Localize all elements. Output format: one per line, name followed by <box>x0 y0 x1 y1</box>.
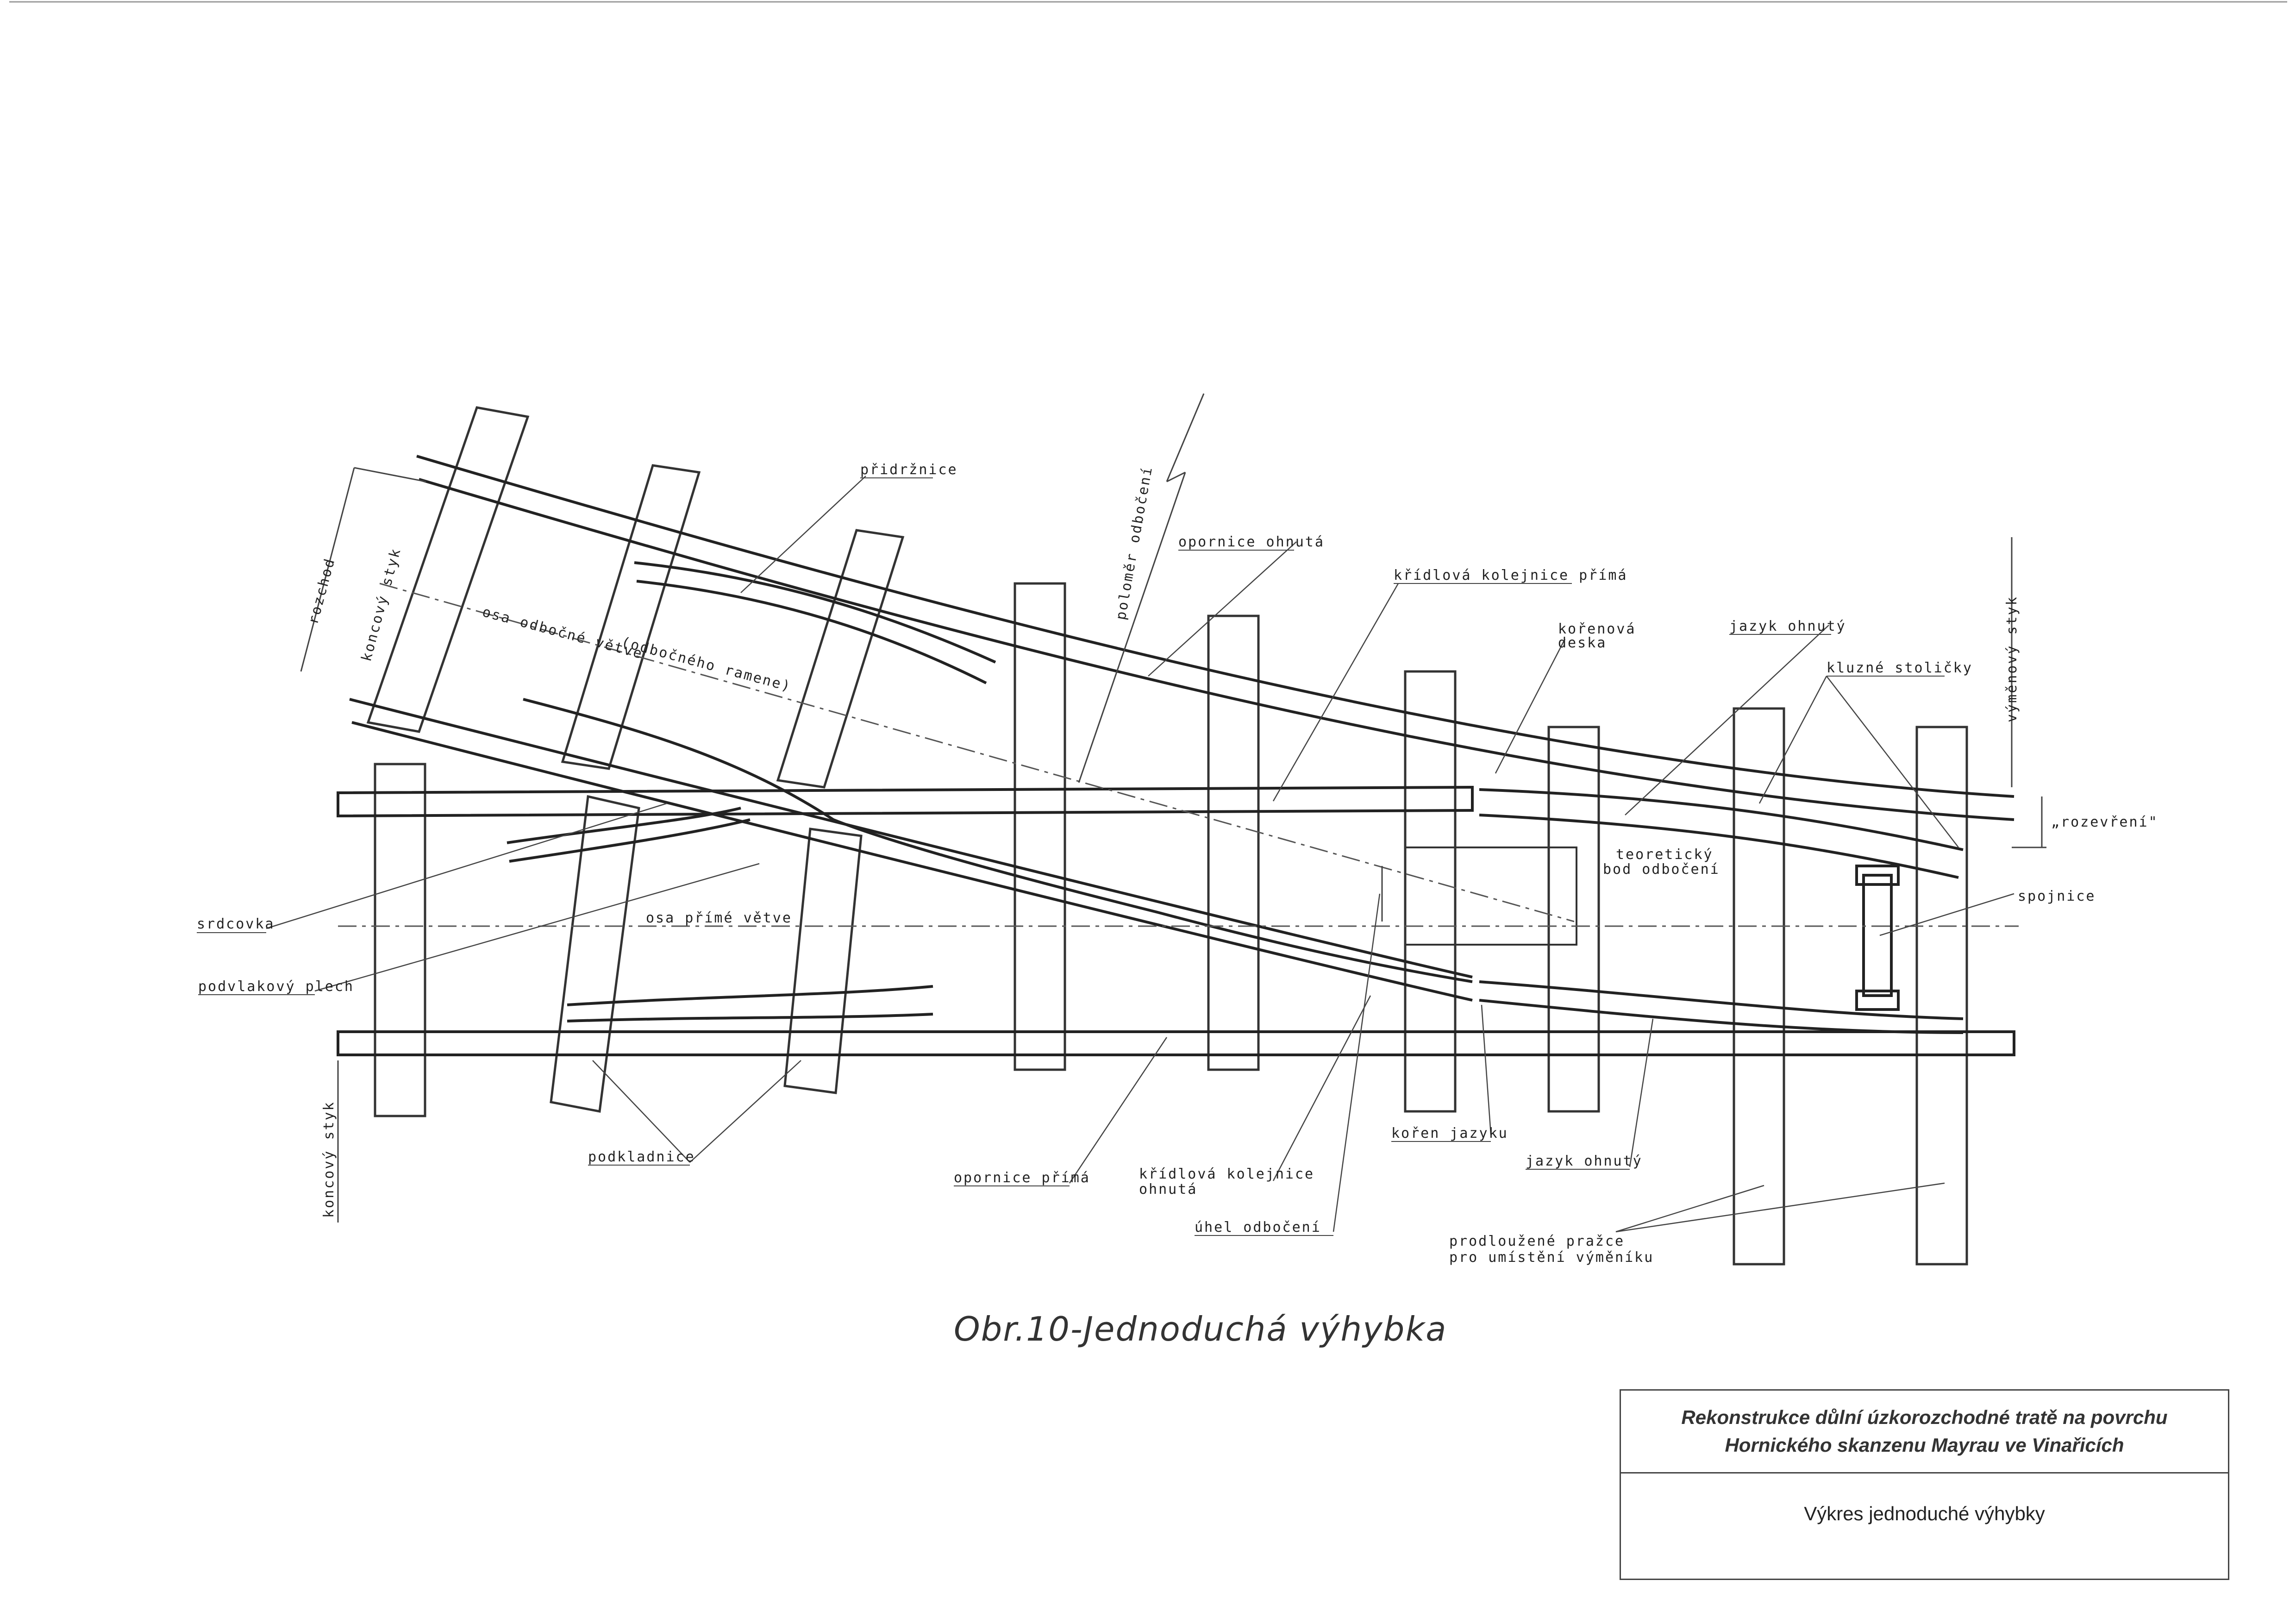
label-korenova: kořenová <box>1558 621 1636 637</box>
label-vymenovy-styk: výměnový styk <box>2004 596 2020 722</box>
label-kridlova-kolejnice-prima: křídlová kolejnice přímá <box>1394 567 1627 583</box>
label-osa-odbocne-vetve: osa odbočné větve <box>481 604 645 662</box>
label-rozchod: rozchod <box>305 556 338 626</box>
label-jazyk-ohnuty-bottom: jazyk ohnutý <box>1526 1153 1643 1169</box>
label-odbocneho-ramene: (odbočného ramene) <box>619 634 793 695</box>
label-teoreticky: teoretický <box>1616 846 1714 863</box>
label-pro-umisteni-vymeniku: pro umístění výměníku <box>1449 1249 1654 1266</box>
label-podvlakovy-plech: podvlakový plech <box>198 978 354 995</box>
label-prodlouzene-prazce: prodloužené pražce <box>1449 1233 1625 1249</box>
label-koren-jazyku: kořen jazyku <box>1391 1125 1508 1141</box>
axes <box>338 583 2019 927</box>
tie-rod <box>1855 865 1900 1011</box>
leader-lines <box>266 476 2014 1233</box>
label-srdcovka: srdcovka <box>197 916 275 932</box>
label-opornice-ohnuta: opornice ohnutá <box>1178 534 1325 550</box>
label-uhel-odboceni: úhel odbočení <box>1195 1219 1321 1235</box>
label-pridrznice: přidržnice <box>860 462 958 478</box>
label-kluzne-stolicky: kluzné stoličky <box>1827 660 1973 676</box>
dimension-lines <box>300 393 2046 1223</box>
drawing-subtitle: Výkres jednoduché výhybky <box>1804 1502 2045 1524</box>
rails <box>337 455 2015 1056</box>
sleepers <box>366 406 1968 1266</box>
label-ohnuta: ohnutá <box>1139 1181 1197 1198</box>
label-kridlova-kolejnice: křídlová kolejnice <box>1139 1166 1314 1182</box>
label-koncovy-styk-bottom: koncový styk <box>321 1101 337 1218</box>
label-osa-prime-vetve: osa přímé větve <box>646 910 792 926</box>
title-line-2: Hornického skanzenu Mayrau ve Vinařicích <box>1725 1434 2124 1456</box>
title-block-header: Rekonstrukce důlní úzkorozchodné tratě n… <box>1621 1391 2228 1474</box>
title-block-body: Výkres jednoduché výhybky <box>1621 1474 2228 1581</box>
label-deska: deska <box>1558 635 1607 651</box>
label-opornice-prima: opornice přímá <box>954 1170 1090 1186</box>
title-block: Rekonstrukce důlní úzkorozchodné tratě n… <box>1620 1389 2229 1580</box>
label-jazyk-ohnuty-top: jazyk ohnutý <box>1729 618 1846 634</box>
label-polomer-odboceni: poloměr odbočení <box>1113 464 1156 621</box>
label-rozevreni: „rozevření" <box>2051 814 2158 830</box>
label-spojnice: spojnice <box>2018 888 2096 904</box>
label-koncovy-styk-top: koncový styk <box>358 546 404 663</box>
label-bod-odboceni: bod odbočení <box>1603 861 1720 878</box>
label-podkladnice: podkladnice <box>588 1149 695 1165</box>
figure-caption: Obr.10-Jednoduchá výhybka <box>954 1310 1447 1348</box>
title-line-1: Rekonstrukce důlní úzkorozchodné tratě n… <box>1681 1406 2168 1428</box>
